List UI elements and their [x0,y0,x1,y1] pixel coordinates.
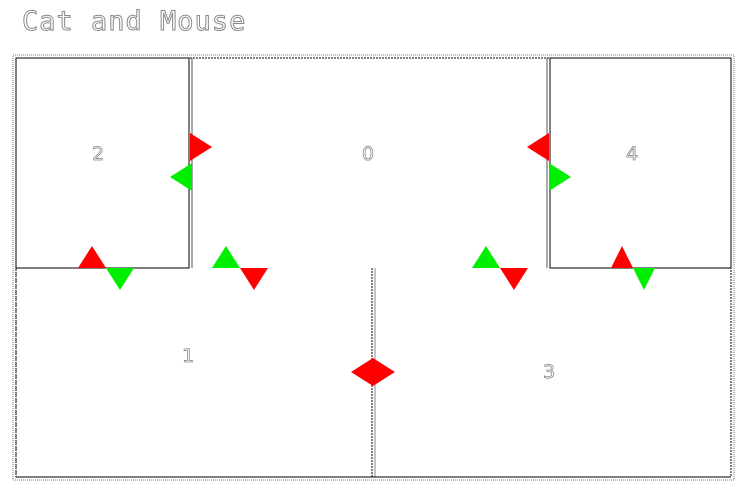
door-4-to-3-down-arrow[interactable] [633,268,655,290]
room-4-walls [549,57,732,269]
game-title: Cat and Mouse [21,6,247,38]
door-3-to-0-up-arrow[interactable] [472,246,500,268]
door-2-to-1-down-arrow[interactable] [106,268,134,290]
door-4-to-0-out-arrow[interactable] [527,133,549,161]
room-label-4: 4 [626,143,638,165]
door-1-to-0-up-arrow[interactable] [212,246,240,268]
door-0-to-2-in-arrow[interactable] [170,163,192,191]
door-1-to-3-right-arrow[interactable] [373,358,395,386]
room-label-2: 2 [92,143,104,165]
door-0-to-4-in-arrow[interactable] [549,163,571,191]
door-1-to-2-up-arrow[interactable] [78,246,106,268]
room-label-3: 3 [543,361,555,383]
door-0-to-1-down-arrow[interactable] [240,268,268,290]
door-3-to-1-left-arrow[interactable] [351,358,373,386]
room-label-0: 0 [362,143,374,165]
door-2-to-0-out-arrow[interactable] [190,133,212,161]
door-3-to-4-up-arrow[interactable] [611,246,633,268]
room-label-1: 1 [182,345,194,367]
door-0-to-3-down-arrow[interactable] [500,268,528,290]
